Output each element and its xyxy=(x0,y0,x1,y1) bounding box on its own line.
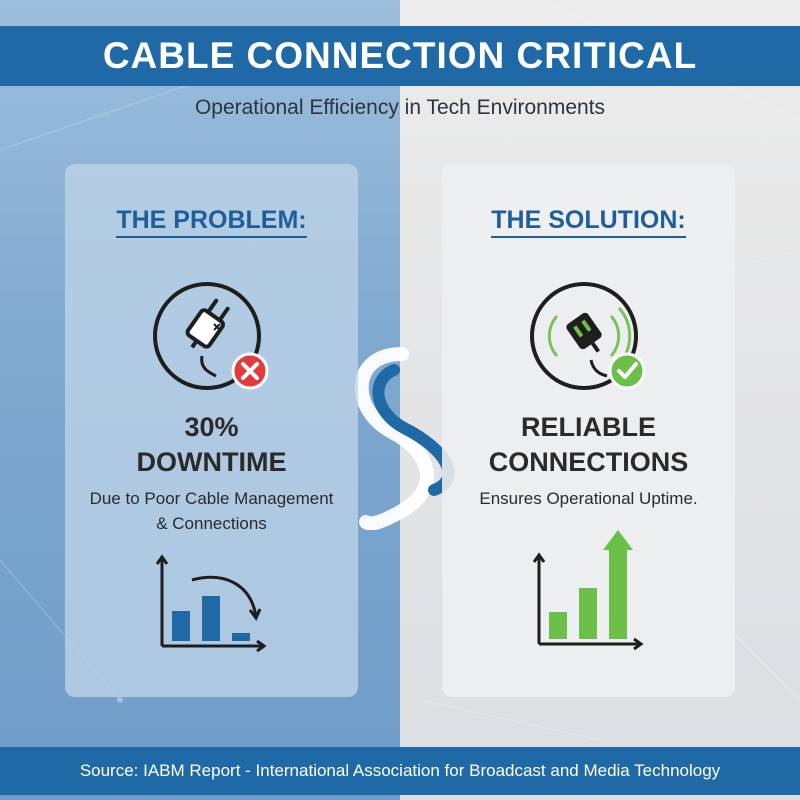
problem-stat-label: DOWNTIME xyxy=(136,447,287,477)
problem-panel: THE PROBLEM: 30% DOWNTIM xyxy=(65,164,358,697)
connected-cable-icon xyxy=(565,312,607,378)
solution-panel: THE SOLUTION: xyxy=(442,164,735,697)
solution-icon-group xyxy=(519,276,659,396)
problem-heading: THE PROBLEM: xyxy=(65,206,358,238)
problem-stat-percent: 30% xyxy=(184,412,239,442)
declining-bar-chart-icon xyxy=(152,554,272,664)
solution-heading: THE SOLUTION: xyxy=(442,206,735,238)
problem-description-line2: & Connections xyxy=(156,514,267,533)
title-banner: CABLE CONNECTION CRITICAL xyxy=(0,26,800,86)
problem-icon-group xyxy=(142,276,282,396)
source-citation: Source: IABM Report - International Asso… xyxy=(79,761,721,780)
solution-stat-line1: RELIABLE xyxy=(521,412,656,442)
solution-stat-line2: CONNECTIONS xyxy=(488,447,689,477)
green-check-icon xyxy=(608,352,645,390)
unplugged-cable-icon xyxy=(185,298,230,378)
page-subtitle: Operational Efficiency in Tech Environme… xyxy=(194,96,606,119)
page-title: CABLE CONNECTION CRITICAL xyxy=(102,35,698,76)
rising-bar-chart-icon xyxy=(529,526,649,661)
solution-description: Ensures Operational Uptime. xyxy=(479,489,698,508)
problem-description-line1: Due to Poor Cable Management xyxy=(89,489,334,508)
source-banner: Source: IABM Report - International Asso… xyxy=(0,747,800,795)
red-x-icon xyxy=(231,352,268,390)
